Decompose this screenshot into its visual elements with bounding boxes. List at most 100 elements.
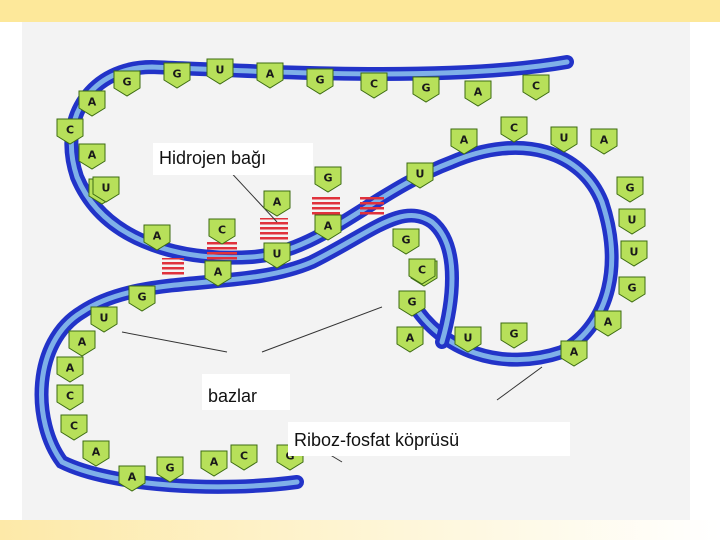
base-letter: C <box>218 224 226 237</box>
base-shape <box>263 242 291 269</box>
base-helix-top-row: A <box>143 224 171 251</box>
hbond-stripe <box>207 240 237 262</box>
base-bottom: A <box>118 465 146 492</box>
base-shape <box>618 276 646 303</box>
base-letter: U <box>216 64 225 77</box>
base-mid-lower: G <box>398 290 426 317</box>
base-letter: G <box>401 234 410 247</box>
base-shape <box>163 62 191 89</box>
base-letter: G <box>315 74 324 87</box>
base-helix-bottom-row: A <box>204 260 232 287</box>
base-shape <box>206 58 234 85</box>
base-right-loop-outer: A <box>560 340 588 367</box>
base-right-loop-inner: C <box>500 116 528 143</box>
base-mid-lower: G <box>392 228 420 255</box>
base-shape <box>208 218 236 245</box>
base-right-loop-inner: U <box>550 126 578 153</box>
base-right-loop-outer: G <box>618 276 646 303</box>
base-lower-left: A <box>56 356 84 383</box>
base-letter: U <box>630 246 639 259</box>
base-letter: U <box>464 332 473 345</box>
base-right-loop-inner: A <box>450 128 478 155</box>
base-shape <box>616 176 644 203</box>
base-outer-top: A <box>464 80 492 107</box>
base-outer-top: C <box>56 118 84 145</box>
base-shape <box>82 440 110 467</box>
base-letter: G <box>137 291 146 304</box>
base-shape <box>450 128 478 155</box>
base-outer-top: G <box>113 70 141 97</box>
bases: CAGGUAGCGACUACCAAGACGAGUUGAAACUUUGCGAUGA… <box>56 58 648 492</box>
base-bottom: C <box>230 444 258 471</box>
base-shape <box>256 62 284 89</box>
base-shape <box>412 76 440 103</box>
base-letter: A <box>273 196 282 209</box>
base-letter: U <box>628 214 637 227</box>
base-right-loop-inner: U <box>406 162 434 189</box>
base-right-loop-outer: A <box>590 128 618 155</box>
bases-callout-line-2 <box>261 306 383 353</box>
base-letter: G <box>172 68 181 81</box>
base-shape <box>618 208 646 235</box>
base-shape <box>454 326 482 353</box>
base-shape <box>314 166 342 193</box>
base-shape <box>620 240 648 267</box>
base-letter: G <box>122 76 131 89</box>
base-shape <box>590 128 618 155</box>
backbone-label: Riboz-fosfat köprüsü <box>288 422 570 456</box>
bases-label: bazlar <box>202 374 290 410</box>
base-shape <box>143 224 171 251</box>
base-lower-left: G <box>128 285 156 312</box>
base-shape <box>500 322 528 349</box>
base-letter: A <box>128 471 137 484</box>
base-shape <box>200 450 228 477</box>
base-mid-lower: A <box>396 326 424 353</box>
base-letter: A <box>324 220 333 233</box>
base-left-side: C <box>60 414 88 441</box>
base-shape <box>204 260 232 287</box>
base-shape <box>113 70 141 97</box>
base-shape <box>500 116 528 143</box>
hbond-stripe <box>260 218 288 242</box>
backbone-callout-line-2 <box>496 366 543 401</box>
base-letter: G <box>407 296 416 309</box>
base-bottom: G <box>156 456 184 483</box>
base-lower-left: A <box>68 330 96 357</box>
base-helix-top-row: G <box>314 166 342 193</box>
base-letter: C <box>66 124 74 137</box>
base-shape <box>314 214 342 241</box>
base-left-side: A <box>78 143 106 170</box>
base-outer-top: G <box>163 62 191 89</box>
base-shape <box>306 68 334 95</box>
base-outer-top: A <box>256 62 284 89</box>
base-letter: C <box>418 264 426 277</box>
base-left-side: A <box>82 440 110 467</box>
base-letter: C <box>370 78 378 91</box>
hydrogen-bond-label: Hidrojen bağı <box>153 143 313 175</box>
base-letter: A <box>88 96 97 109</box>
base-shape <box>263 190 291 217</box>
base-letter: A <box>214 266 223 279</box>
base-shape <box>156 456 184 483</box>
base-lower-left: U <box>90 306 118 333</box>
hbond-stripe <box>162 258 184 276</box>
base-shape <box>230 444 258 471</box>
base-letter: A <box>78 336 87 349</box>
base-letter: C <box>66 390 74 403</box>
rna-structure-svg: CAGGUAGCGACUACCAAGACGAGUUGAAACUUUGCGAUGA… <box>34 55 648 494</box>
base-letter: G <box>285 450 294 463</box>
base-outer-top: C <box>522 74 550 101</box>
base-letter: C <box>532 80 540 93</box>
base-letter: U <box>102 182 111 195</box>
base-helix-bottom-row: U <box>263 242 291 269</box>
base-letter: U <box>273 248 282 261</box>
base-mid-lower: C <box>408 258 436 285</box>
base-shape <box>406 162 434 189</box>
base-letter: C <box>240 450 248 463</box>
base-letter: C <box>70 420 78 433</box>
base-right-loop-outer: U <box>618 208 646 235</box>
base-letter: A <box>604 316 613 329</box>
base-letter: G <box>323 172 332 185</box>
base-shape <box>396 326 424 353</box>
base-shape <box>464 80 492 107</box>
